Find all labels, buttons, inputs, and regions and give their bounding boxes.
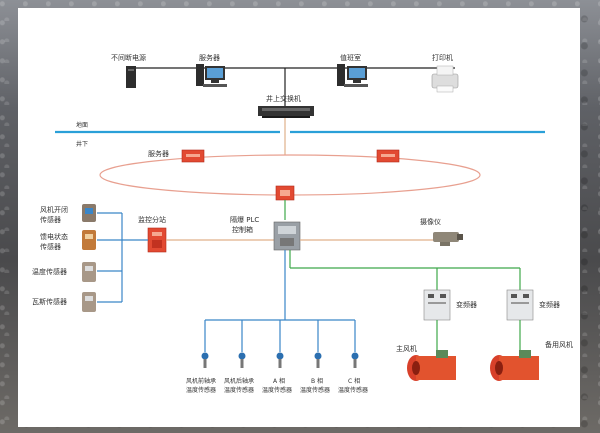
ups-icon [126, 66, 136, 88]
main-fan-icon [407, 350, 456, 381]
temperature-sensor-label: 温度传感器 [32, 267, 67, 276]
phase-a-label-1: A 相 [273, 377, 285, 385]
phase-c-label-1: C 相 [348, 377, 360, 385]
server-workstation-icon [196, 64, 227, 87]
vfd-2-label: 变频器 [539, 300, 560, 309]
ring-server-left-icon [181, 149, 205, 163]
fan-switch-label-1: 风机开闭 [40, 205, 68, 214]
ups-label: 不间断电源 [111, 53, 146, 62]
temperature-sensor-icon [82, 262, 96, 282]
duty-room-workstation-icon [337, 64, 368, 87]
phase-b-label-1: B 相 [311, 377, 323, 385]
duty-room-label: 值班室 [340, 53, 361, 62]
printer-icon [431, 65, 459, 93]
switch-icon [258, 106, 314, 118]
vfd-1-icon [423, 289, 451, 321]
main-fan-label: 主风机 [396, 344, 417, 353]
vfd-2-icon [506, 289, 534, 321]
rear-bearing-sensor-icon [238, 352, 246, 368]
printer-label: 打印机 [432, 53, 453, 62]
fan-switch-sensor-icon [82, 204, 96, 222]
phase-c-sensor-icon [351, 352, 359, 368]
phase-a-sensor-icon [276, 352, 284, 368]
gas-sensor-label: 瓦斯传感器 [32, 297, 67, 306]
ring-server-right-icon [376, 149, 400, 163]
feed-status-label-2: 传感器 [40, 242, 61, 251]
plc-label-1: 隔爆 PLC [230, 215, 259, 224]
plc-label-2: 控制箱 [232, 225, 253, 234]
server-top-label: 服务器 [199, 53, 220, 62]
feed-status-label-1: 馈电状态 [40, 232, 68, 241]
front-bearing-sensor-icon [201, 352, 209, 368]
fan-switch-label-2: 传感器 [40, 215, 61, 224]
vfd-1-label: 变频器 [456, 300, 477, 309]
rear-bearing-label-2: 温度传感器 [224, 386, 254, 394]
backup-fan-icon [490, 350, 539, 381]
monitor-station-label: 监控分站 [138, 215, 166, 224]
feed-status-sensor-icon [82, 230, 96, 250]
backup-fan-label: 备用风机 [545, 340, 573, 349]
camera-label: 摄像仪 [420, 217, 441, 226]
phase-b-label-2: 温度传感器 [300, 386, 330, 394]
gas-sensor-icon [82, 292, 96, 312]
phase-c-label-2: 温度传感器 [338, 386, 368, 394]
ring-node-bottom-icon [275, 185, 295, 201]
front-bearing-label-2: 温度传感器 [186, 386, 216, 394]
front-bearing-label-1: 风机前轴承 [186, 377, 216, 385]
phase-a-label-2: 温度传感器 [262, 386, 292, 394]
switch-label: 井上交换机 [266, 94, 301, 103]
rear-bearing-label-1: 风机后轴承 [224, 377, 254, 385]
camera-icon [433, 232, 463, 246]
ground-label: 地面 [76, 121, 88, 129]
ring-server-label: 服务器 [148, 149, 169, 158]
underground-label: 井下 [76, 140, 88, 148]
monitor-station-icon [147, 227, 167, 253]
diagram-panel [18, 8, 580, 427]
plc-control-box-icon [273, 221, 301, 251]
phase-b-sensor-icon [314, 352, 322, 368]
